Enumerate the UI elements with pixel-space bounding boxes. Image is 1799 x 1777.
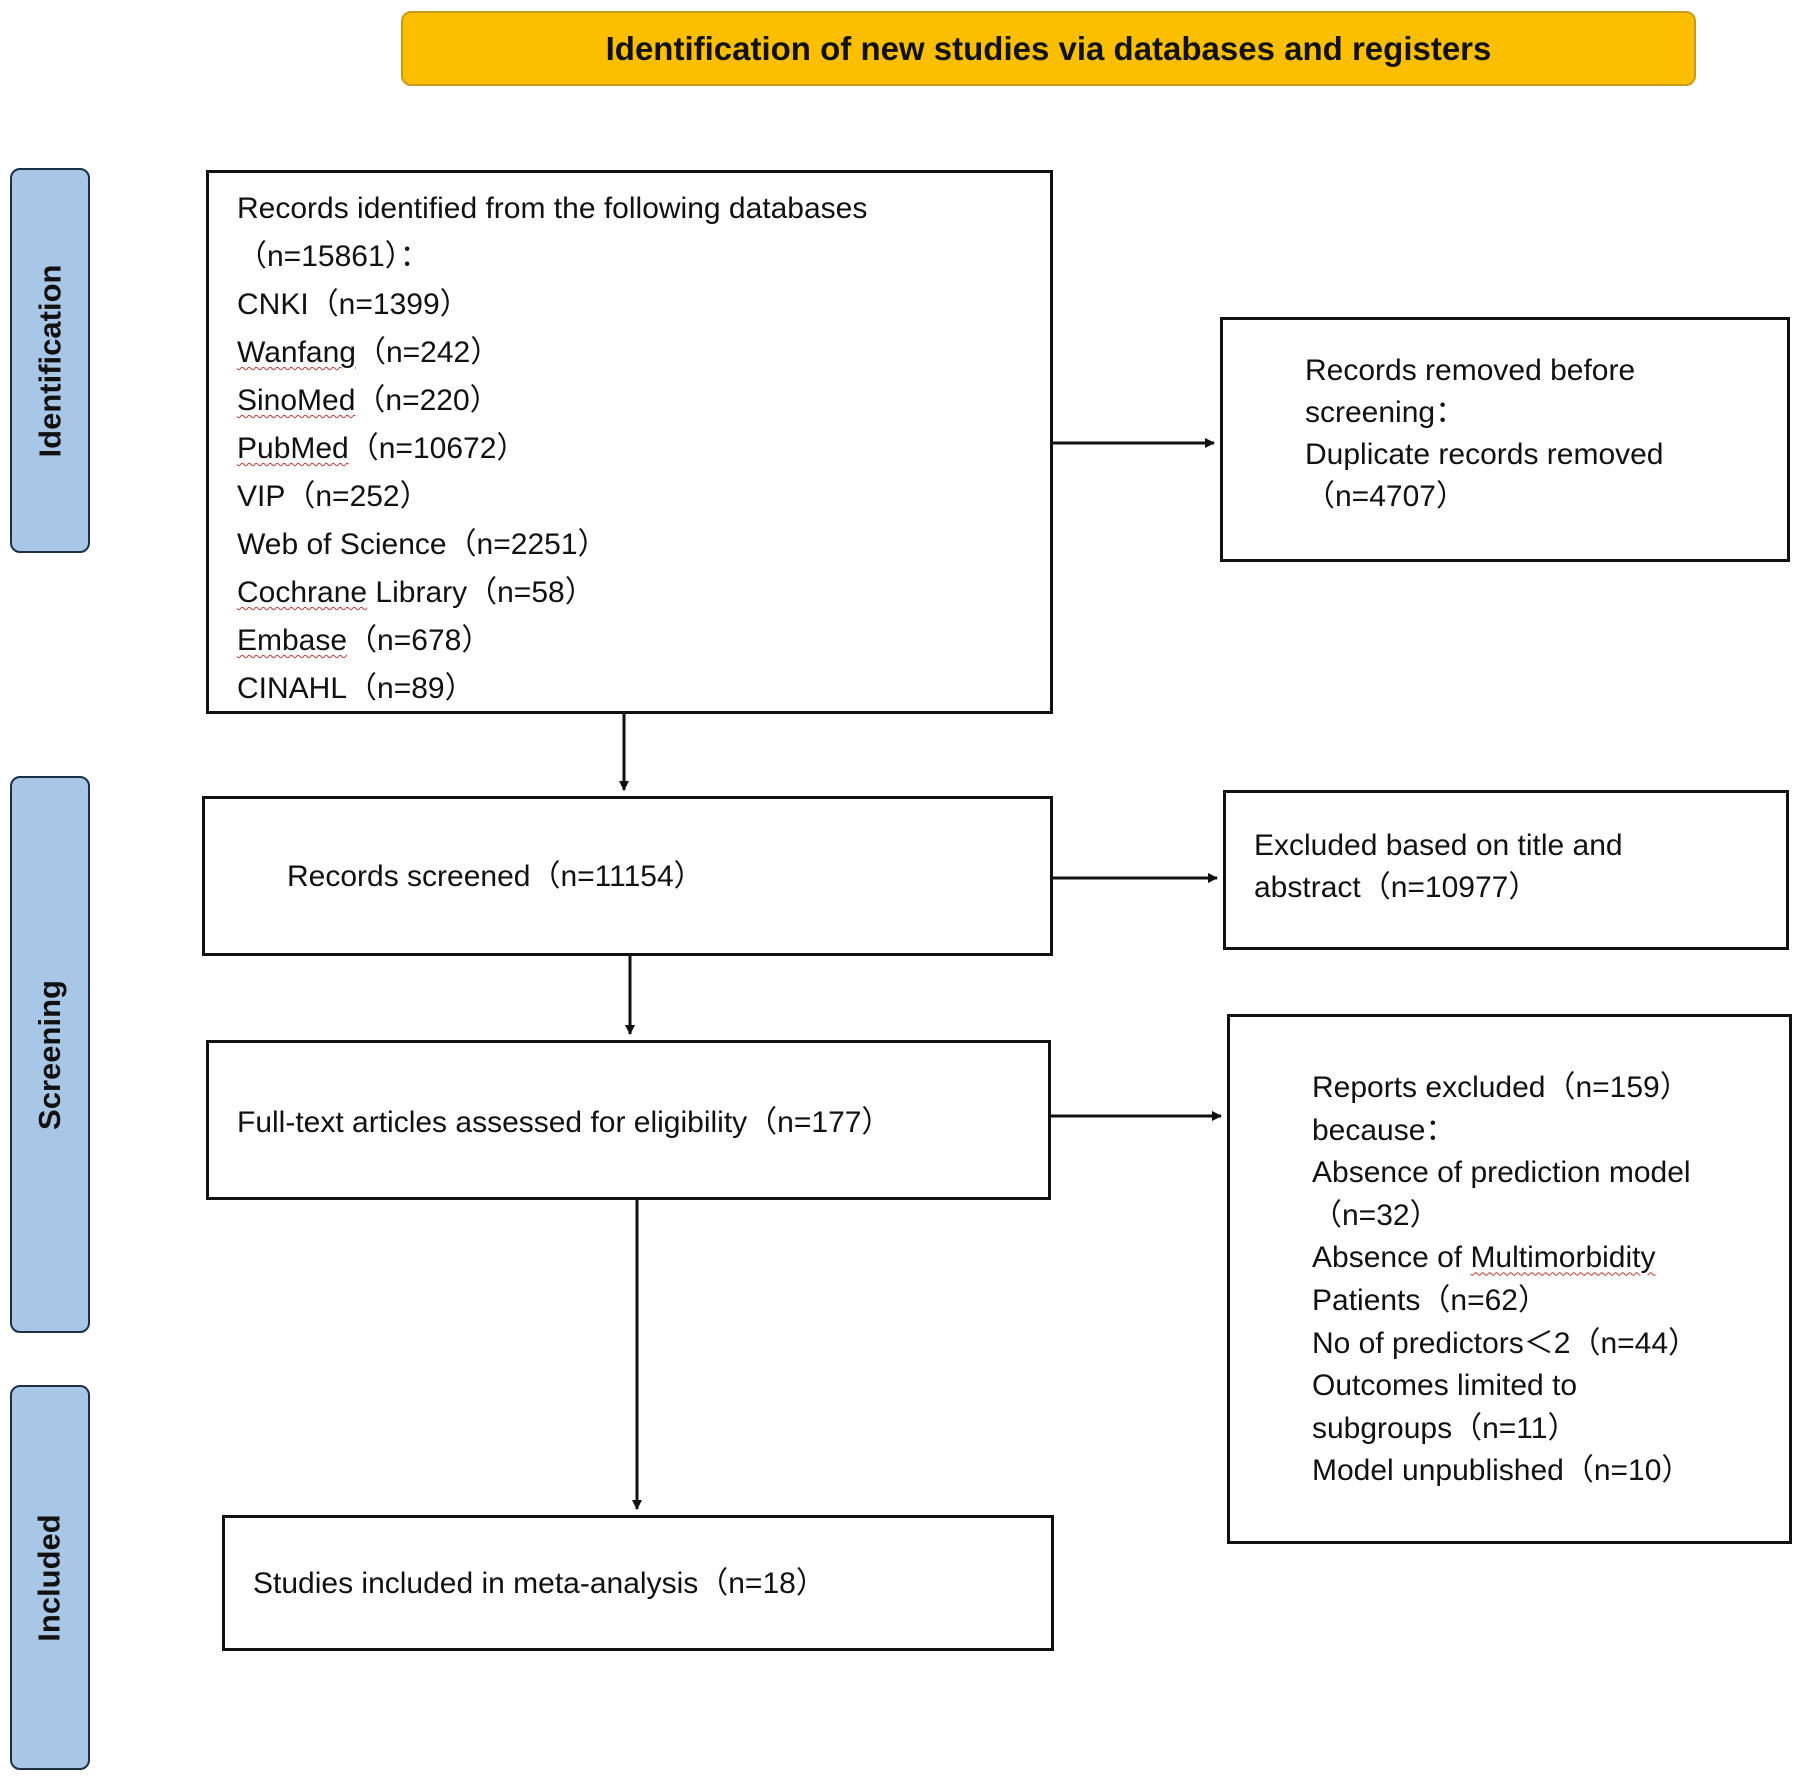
records-identified-total: （n=15861）： [237, 240, 430, 273]
records-removed-line4: （n=4707） [1305, 480, 1466, 513]
database-item: CINAHL（n=89） [237, 672, 475, 705]
excluded-title-line2: abstract（n=10977） [1254, 871, 1539, 904]
reports-excluded-line4: （n=32） [1312, 1198, 1440, 1232]
reports-excluded-line6: Patients（n=62） [1312, 1283, 1548, 1317]
records-removed-line2: screening： [1305, 396, 1466, 429]
reports-excluded-line7: No of predictors＜2（n=44） [1312, 1326, 1699, 1360]
records-screened-text: Records screened（n=11154） [287, 860, 704, 893]
database-item: Wanfang（n=242） [237, 336, 501, 369]
studies-included-text: Studies included in meta-analysis（n=18） [253, 1567, 826, 1600]
records-removed-line3: Duplicate records removed [1305, 438, 1664, 471]
phase-screening-label: Screening [32, 979, 68, 1130]
phase-included: Included [10, 1385, 90, 1770]
header-title: Identification of new studies via databa… [605, 29, 1492, 67]
reports-excluded-line3: Absence of prediction model [1312, 1156, 1691, 1190]
reports-excluded-box: Reports excluded（n=159） because： Absence… [1227, 1014, 1792, 1544]
phase-identification-label: Identification [32, 264, 68, 457]
phase-included-label: Included [32, 1513, 68, 1642]
records-identified-intro: Records identified from the following da… [237, 192, 868, 225]
database-item: PubMed（n=10672） [237, 432, 527, 465]
studies-included-box: Studies included in meta-analysis（n=18） [222, 1515, 1054, 1651]
records-screened-box: Records screened（n=11154） [202, 796, 1053, 956]
reports-excluded-line5: Absence of Multimorbidity [1312, 1241, 1656, 1275]
excluded-title-abstract-box: Excluded based on title and abstract（n=1… [1223, 790, 1789, 950]
records-identified-box: Records identified from the following da… [206, 170, 1053, 714]
database-item: Cochrane Library（n=58） [237, 576, 595, 609]
phase-identification: Identification [10, 168, 90, 553]
reports-excluded-line2: because： [1312, 1113, 1456, 1147]
reports-excluded-line9: subgroups（n=11） [1312, 1411, 1578, 1445]
records-removed-box: Records removed before screening： Duplic… [1220, 317, 1790, 562]
reports-excluded-line8: Outcomes limited to [1312, 1369, 1578, 1403]
reports-excluded-line1: Reports excluded（n=159） [1312, 1071, 1690, 1104]
reports-excluded-line10: Model unpublished（n=10） [1312, 1454, 1692, 1488]
database-item: CNKI（n=1399） [237, 288, 470, 321]
header-banner: Identification of new studies via databa… [401, 11, 1696, 86]
database-item: Web of Science（n=2251） [237, 528, 608, 561]
database-item: Embase（n=678） [237, 624, 492, 657]
records-removed-line1: Records removed before [1305, 354, 1636, 387]
database-item: SinoMed（n=220） [237, 384, 500, 417]
fulltext-assessed-text: Full-text articles assessed for eligibil… [237, 1106, 892, 1139]
database-item: VIP（n=252） [237, 480, 430, 513]
phase-screening: Screening [10, 776, 90, 1333]
fulltext-assessed-box: Full-text articles assessed for eligibil… [206, 1040, 1051, 1200]
excluded-title-line1: Excluded based on title and [1254, 829, 1623, 862]
